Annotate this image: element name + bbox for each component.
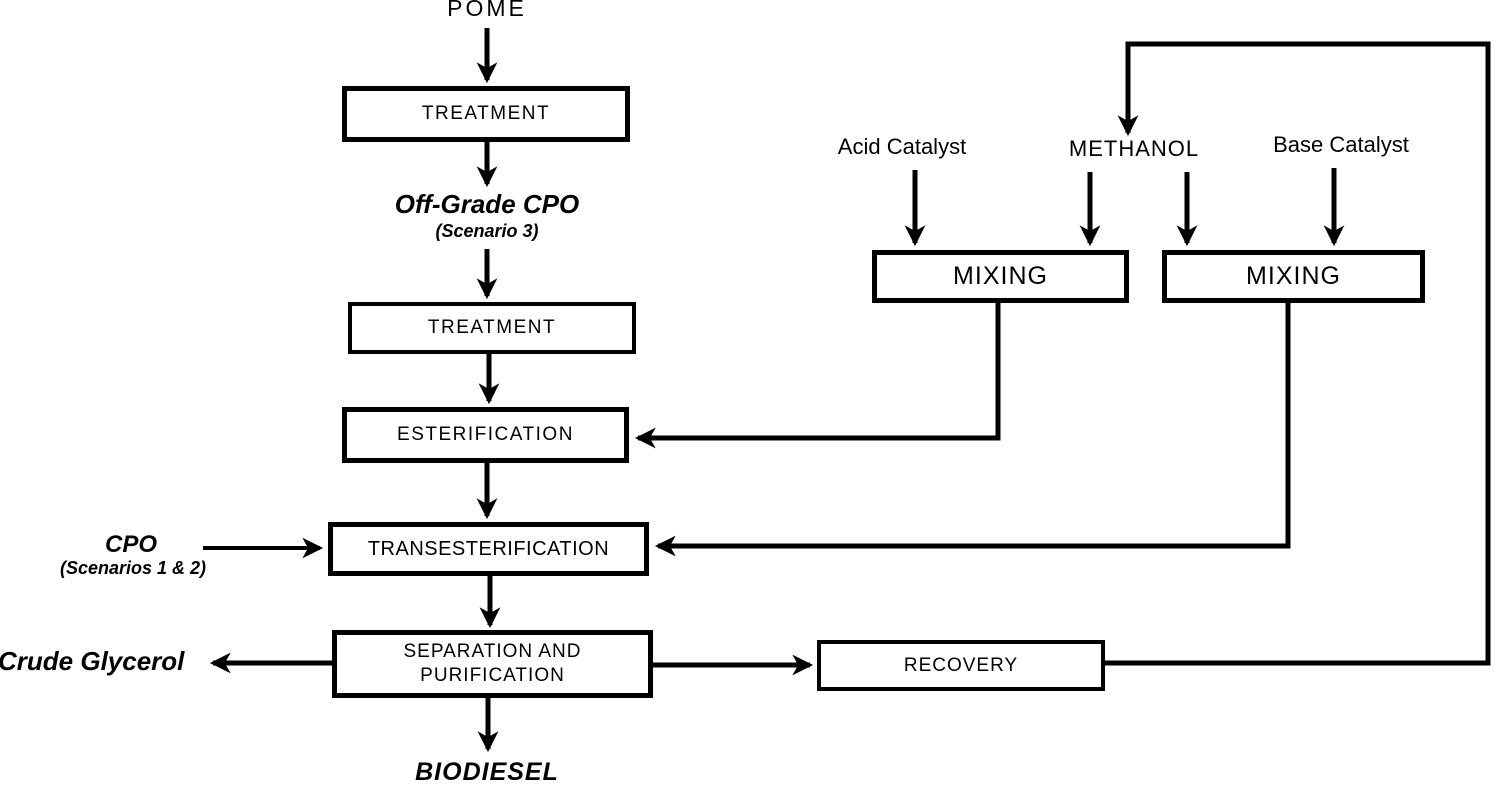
edge-recovery-recycle-to-methanol [1104,41,1491,666]
node-recovery: RECOVERY [817,640,1105,691]
label-acid-catalyst: Acid Catalyst [837,134,967,159]
label-crude-glycerol: Crude Glycerol [0,646,185,676]
label-pome: POME [447,0,527,21]
node-treatment-2: TREATMENT [348,302,636,354]
node-treatment-1: TREATMENT [342,86,630,142]
node-treatment-2-label: TREATMENT [427,317,557,339]
node-mixing-base-label: MIXING [1246,261,1341,290]
label-base-catalyst: Base Catalyst [1273,132,1409,157]
edge-mixing-acid-to-esterification [634,302,1001,449]
node-mixing-base: MIXING [1162,250,1425,303]
node-separation-purification-label: SEPARATION AND PURIFICATION [404,640,582,688]
node-separation-purification: SEPARATION AND PURIFICATION [332,630,653,698]
node-mixing-acid-label: MIXING [953,261,1048,290]
label-cpo-note: (Scenarios 1 & 2) [59,558,207,578]
label-methanol: METHANOL [1068,136,1200,161]
node-treatment-1-label: TREATMENT [421,103,551,125]
label-biodiesel: BIODIESEL [415,758,559,786]
label-off-grade-cpo-note: (Scenario 3) [435,221,539,241]
node-esterification-label: ESTERIFICATION [397,424,574,446]
node-mixing-acid: MIXING [872,250,1129,303]
node-transesterification-label: TRANSESTERIFICATION [367,537,610,560]
node-esterification: ESTERIFICATION [342,407,629,463]
node-transesterification: TRANSESTERIFICATION [328,522,649,576]
label-cpo: CPO [104,531,157,558]
separation-line-1: SEPARATION AND [403,641,582,663]
edge-mixing-base-to-transesterification [654,302,1291,557]
label-off-grade-cpo: Off-Grade CPO [394,189,580,219]
separation-line-2: PURIFICATION [420,665,565,686]
node-recovery-label: RECOVERY [903,654,1019,676]
